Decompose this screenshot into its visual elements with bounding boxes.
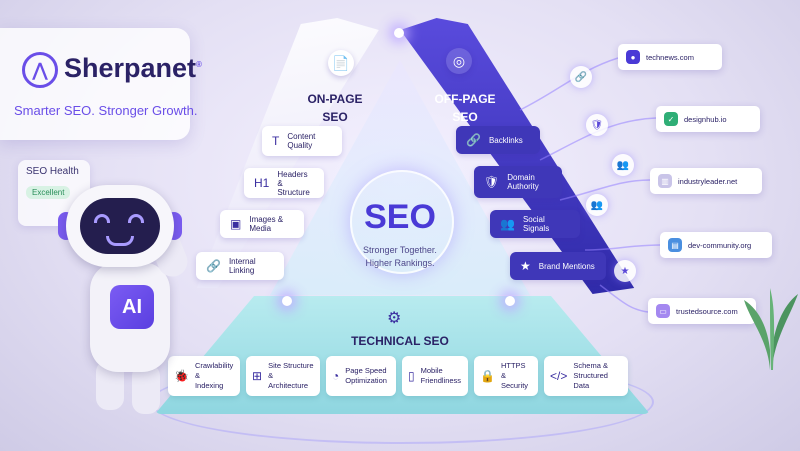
node-shield-icon: 🛡 xyxy=(586,114,608,136)
robot-eye-right xyxy=(128,214,144,223)
site-message-icon: ▭ xyxy=(656,304,670,318)
node-star-icon: ★ xyxy=(614,260,636,282)
site-card-designhub[interactable]: ✓ designhub.io xyxy=(656,106,760,132)
site-card-industryleader[interactable]: ▥ industryleader.net xyxy=(650,168,762,194)
node-link-icon: 🔗 xyxy=(570,66,592,88)
site-card-devcommunity[interactable]: ▤ dev-community.org xyxy=(660,232,772,258)
site-doc-icon: ▤ xyxy=(668,238,682,252)
site-logo-icon: ● xyxy=(626,50,640,64)
site-chart-icon: ▥ xyxy=(658,174,672,188)
robot-ai-badge: AI xyxy=(110,285,154,329)
robot-eye-left xyxy=(94,214,110,223)
node-people-icon-2: 👥 xyxy=(586,194,608,216)
node-people-icon: 👥 xyxy=(612,154,634,176)
plant-decoration xyxy=(740,280,800,370)
site-shield-icon: ✓ xyxy=(664,112,678,126)
site-card-technews[interactable]: ● technews.com xyxy=(618,44,722,70)
